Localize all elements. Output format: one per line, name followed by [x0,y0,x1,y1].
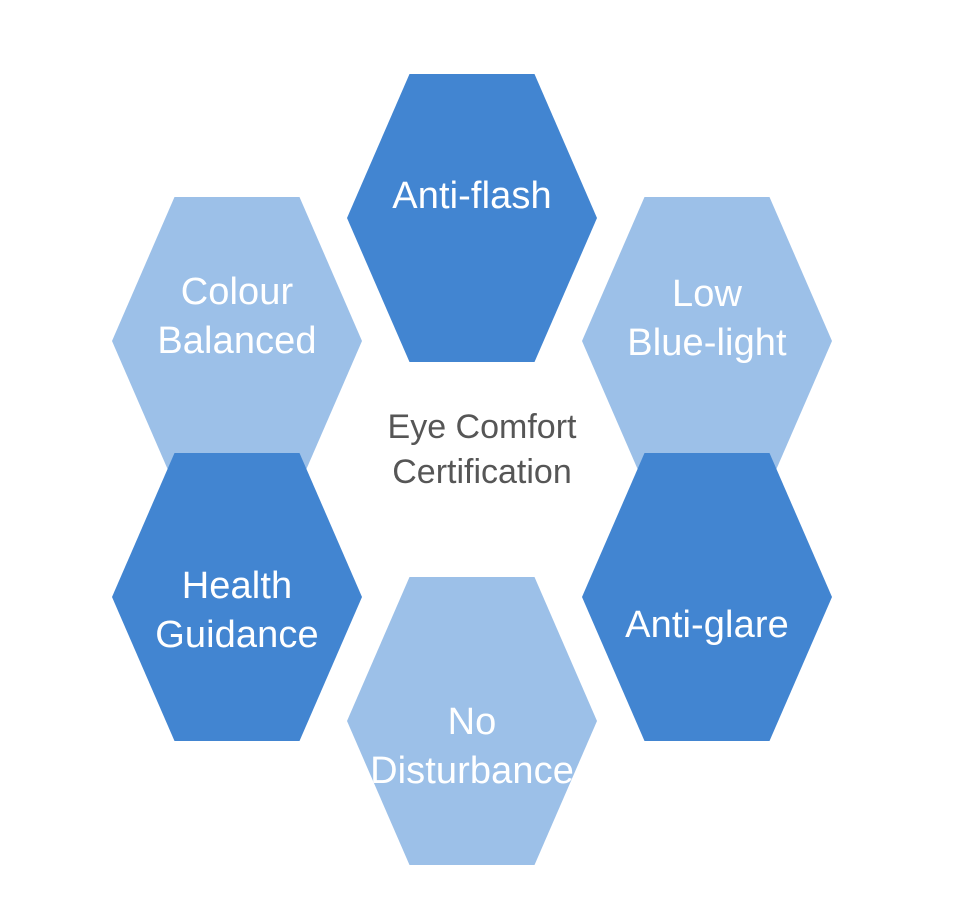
hex-cell-no-disturbance[interactable]: No Disturbance [347,577,597,865]
hex-label-no-disturbance: No Disturbance [370,701,574,792]
hex-label-health-guidance: Health Guidance [155,565,319,656]
hex-label-anti-glare: Anti-glare [625,603,789,646]
hex-cell-health-guidance[interactable]: Health Guidance [112,453,362,741]
hex-cell-low-blue-light[interactable]: Low Blue-light [582,197,832,485]
hex-label-anti-flash: Anti-flash [392,174,552,217]
hex-label-low-blue-light: Low Blue-light [627,273,787,364]
hex-cell-anti-glare[interactable]: Anti-glare [582,453,832,741]
hex-cell-colour-balanced[interactable]: Colour Balanced [112,197,362,485]
diagram-center-title: Eye Comfort Certification [387,408,577,491]
hex-label-colour-balanced: Colour Balanced [157,271,317,362]
hex-cell-anti-flash[interactable]: Anti-flash [347,74,597,362]
